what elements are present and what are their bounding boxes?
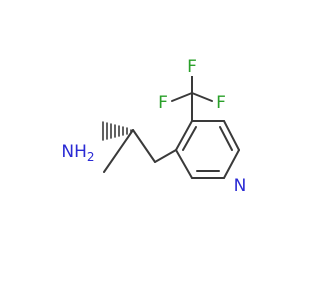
bond-ring-double-c2-n1 bbox=[219, 126, 233, 151]
bond-chiral-ch2 bbox=[132, 129, 156, 163]
bond-ring-c5-c4 bbox=[175, 149, 193, 179]
bond-ring-double-c4-c3 bbox=[182, 126, 197, 151]
amine-nh: NH bbox=[61, 142, 87, 162]
f-top-background bbox=[185, 58, 199, 76]
fluorine-right-label: F bbox=[216, 93, 226, 113]
bond-ring-c4-c3 bbox=[175, 120, 193, 151]
bond-ring-n1-c6 bbox=[223, 149, 240, 179]
amine-subscript: 2 bbox=[87, 150, 95, 164]
amine-label: NH2 bbox=[61, 142, 94, 164]
bonds bbox=[103, 71, 240, 179]
atom-labels: NH2 N F F F bbox=[61, 57, 248, 196]
ring-nitrogen-label: N bbox=[234, 176, 247, 196]
bond-cf3-f-left bbox=[171, 92, 193, 102]
hashed-wedge-bond bbox=[102, 121, 132, 141]
molecule-diagram: NH2 N F F F bbox=[61, 57, 248, 196]
bond-methyl-chiral bbox=[103, 129, 134, 173]
f-left-background bbox=[156, 94, 170, 112]
bond-cf3-f-right bbox=[191, 92, 213, 102]
fluorine-left-label: F bbox=[158, 93, 168, 113]
fluorine-top-label: F bbox=[187, 57, 197, 77]
ring-n-background bbox=[232, 176, 248, 196]
bond-ring-c2-n1 bbox=[223, 120, 240, 151]
bond-ch2-ring bbox=[154, 149, 177, 163]
f-right-background bbox=[214, 94, 228, 112]
